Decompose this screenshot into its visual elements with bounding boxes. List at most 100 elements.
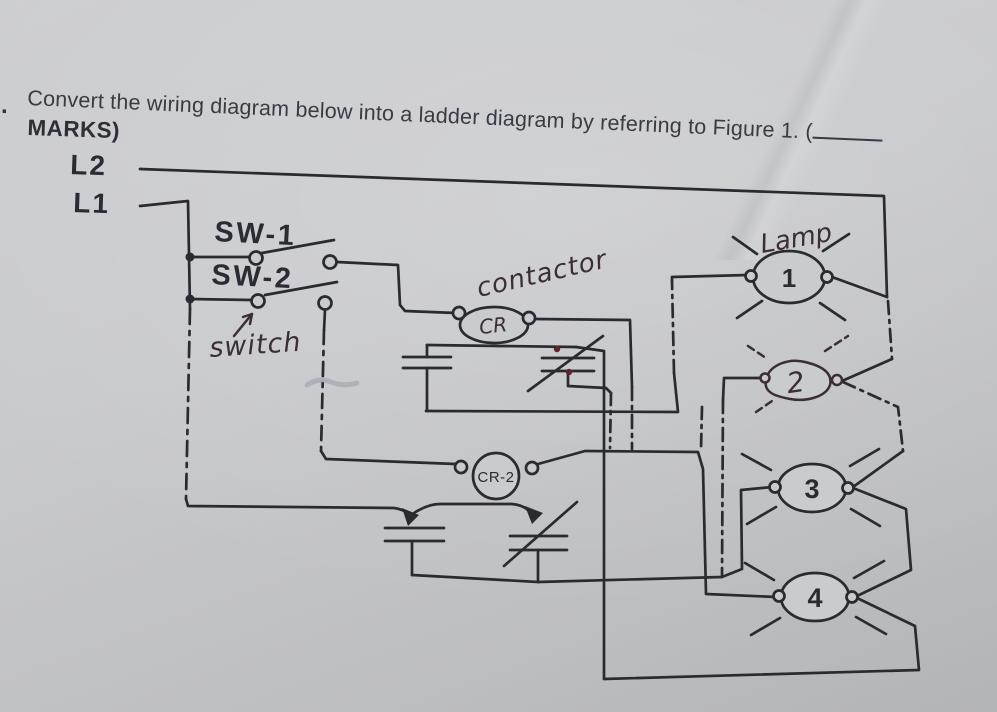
cr-terminal-right (521, 310, 537, 326)
label-sw2: SW-2 (211, 259, 294, 295)
wire-timed-output (410, 485, 774, 584)
lamp4-ray-ur (852, 559, 886, 580)
label-switch-note: switch (208, 327, 302, 364)
lamp1-ray-dr (818, 301, 847, 322)
cr2-terminal-right (524, 460, 540, 476)
lamp4-terminal-left (772, 589, 786, 603)
label-l1: L1 (73, 187, 111, 219)
wire-lamp2-lamp3-dashdot (841, 380, 905, 453)
cr2-terminal-left (453, 459, 469, 475)
label-sw1: SW-1 (214, 216, 297, 252)
cr2-stub-dashdot (699, 405, 704, 451)
lamp4-ray-dl (749, 616, 782, 637)
sw2-contact-right (317, 295, 333, 311)
lamp2-bulb (764, 359, 832, 402)
lamp3-terminal-left (768, 480, 782, 494)
nc-timed-contact (526, 334, 613, 450)
sw2-lead-wire (188, 297, 254, 302)
junction-dot-nc-top (553, 345, 561, 353)
lamp3-terminal-right (841, 481, 855, 495)
sw1-contact-right (322, 254, 338, 270)
label-l2: L2 (70, 149, 108, 181)
tc2-arrowhead (525, 506, 543, 524)
timed-contact-2 (502, 500, 579, 584)
lamp4-ray-dr (854, 615, 888, 636)
wire-lamp2-left (721, 376, 765, 402)
nc-slash (526, 334, 605, 393)
tc2-slash (502, 500, 579, 568)
lamp1-number: 1 (782, 263, 796, 293)
annotation-arrow-shaft (232, 312, 254, 338)
wire-lamp2-right-link (840, 357, 894, 383)
sw1-blade (260, 238, 336, 255)
sw2-stem (322, 308, 327, 332)
lamp-2 (746, 334, 850, 414)
lamp3-ray-dl (745, 505, 778, 526)
lamp-3 (740, 447, 882, 528)
pencil-scribble (304, 377, 360, 388)
label-cr2: CR-2 (477, 469, 514, 486)
cr2-body (471, 451, 521, 501)
lamp1-terminal-right (820, 270, 834, 284)
switch-sw1 (188, 238, 458, 315)
sw1-contact-left (248, 250, 264, 266)
lamp2-ray-ul (746, 344, 768, 360)
switch-sw2 (188, 280, 458, 466)
sw1-out-wire (335, 260, 458, 315)
lamp2-ray-dl (754, 399, 774, 414)
cap-out-wire (424, 371, 680, 414)
lamp1-ray-ur (821, 232, 851, 253)
wire-l1-drop-dashdot (184, 307, 192, 501)
label-contactor-note: contactor (474, 244, 612, 303)
lamp1-ray-ul (731, 235, 759, 256)
wire-l2-rail (138, 167, 889, 299)
wire-l1-rail (138, 199, 192, 311)
junction-dot-sw1 (185, 252, 195, 262)
lamp2-ray-ur (823, 334, 850, 353)
lamp1-ray-dl (735, 299, 764, 320)
tc1-arrowhead (402, 508, 419, 526)
switch-annotation-arrow (232, 312, 254, 338)
label-lamp-note: Lamp (758, 218, 834, 260)
lamp2-number: 2 (785, 365, 807, 400)
cap-top-link (425, 343, 578, 349)
nc-stem (566, 369, 613, 395)
wire-l1-bottom-feed (184, 497, 413, 518)
lamp4-number: 4 (807, 583, 822, 613)
lamp3-ray-dr (849, 507, 882, 528)
label-cr: CR (478, 312, 508, 339)
cr-out-wire (534, 317, 634, 389)
cr2-out-wire (536, 449, 778, 599)
lamp3-number: 3 (804, 474, 819, 504)
wire-lamp3-right-link (851, 449, 905, 489)
question-number-fragment: . (1, 92, 8, 119)
gate-link-wire (412, 502, 532, 515)
sw2-blade (263, 280, 339, 297)
cr2-coil (453, 405, 778, 599)
lamp3-ray-ul (740, 452, 773, 472)
lamp3-ray-ur (848, 447, 881, 468)
sw2-out-wire (319, 449, 458, 466)
sw2-drop-dashdot (319, 328, 326, 453)
lamp4-terminal-right (845, 590, 859, 604)
wire-lamp3-lamp4-chain (851, 486, 913, 598)
lamp-1 (731, 232, 851, 322)
wire-lamp2-left-dashdot (720, 398, 725, 577)
annotation-arrow-head (241, 312, 254, 326)
junction-dot-sw2 (185, 294, 195, 304)
lamp2-terminal-right (830, 373, 844, 387)
cr-terminal-left (451, 305, 467, 321)
lamp1-feed-dashdot (670, 279, 676, 375)
wire-lamp1-right-link (830, 275, 889, 299)
timed-contact-1 (383, 502, 532, 577)
nc-drop-dashdot (608, 391, 613, 450)
wire-lamp4-bottom-return (574, 345, 921, 681)
lamp2-terminal-left (759, 372, 771, 384)
sw2-contact-left (250, 293, 266, 309)
lamp1-terminal-left (744, 269, 758, 283)
cr-coil (451, 305, 634, 451)
lamp4-ray-ul (743, 561, 776, 582)
junction-dot-nc-bottom (565, 368, 573, 376)
